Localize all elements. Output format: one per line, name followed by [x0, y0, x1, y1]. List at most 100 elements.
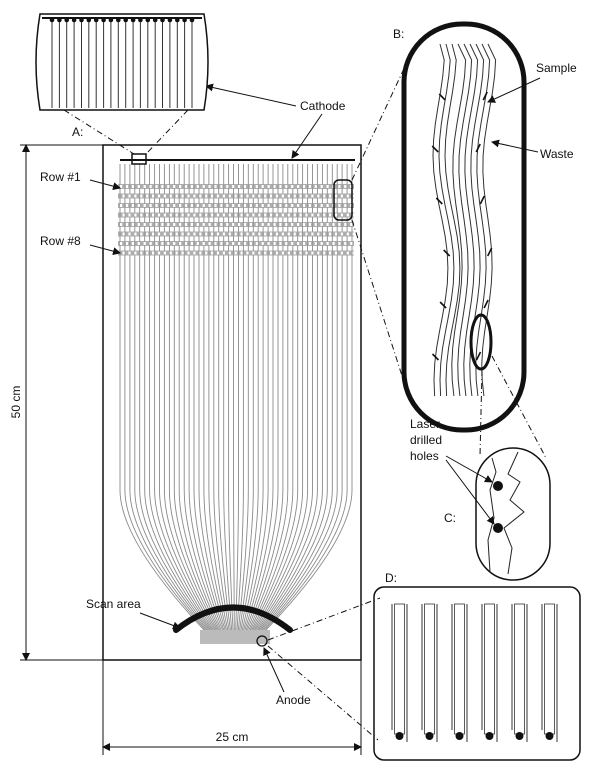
matrix-well	[175, 213, 178, 217]
matrix-well	[179, 185, 182, 188]
matrix-well	[205, 213, 208, 217]
channel	[159, 164, 215, 631]
matrix-well	[243, 223, 247, 226]
matrix-well	[208, 185, 211, 188]
matrix-well	[173, 185, 176, 188]
anode-block	[200, 630, 270, 644]
matrix-well	[122, 232, 125, 236]
matrix-well	[293, 232, 296, 236]
matrix-well	[291, 223, 294, 226]
matrix-well	[344, 204, 347, 207]
matrix-well	[246, 213, 249, 217]
matrix-well	[329, 213, 332, 217]
matrix-well	[287, 194, 290, 198]
matrix-well	[275, 251, 279, 255]
matrix-well	[228, 194, 231, 198]
matrix-well	[167, 242, 170, 245]
matrix-well	[190, 242, 193, 245]
matrix-well	[152, 251, 155, 255]
matrix-well	[131, 185, 134, 188]
matrix-well	[329, 194, 332, 198]
matrix-well	[317, 194, 320, 198]
matrix-well	[332, 242, 335, 245]
matrix-well	[232, 185, 235, 188]
cathode-arrow-bar	[291, 113, 323, 159]
matrix-well	[267, 204, 270, 207]
panel-b-inlet	[438, 91, 488, 101]
scan-area-label: Scan area	[86, 597, 141, 611]
panel-b-connector-bottom	[351, 219, 405, 383]
matrix-well	[131, 242, 134, 245]
channel	[264, 164, 348, 631]
matrix-well	[184, 204, 188, 207]
channel	[256, 164, 318, 631]
matrix-well	[311, 251, 314, 255]
cathode-arrow-zoom	[205, 83, 297, 107]
matrix-well	[273, 204, 276, 207]
matrix-well	[350, 242, 353, 245]
panel-b-channel	[475, 43, 491, 397]
matrix-well	[184, 185, 188, 188]
matrix-well	[140, 194, 143, 198]
anode-marker	[256, 635, 268, 647]
matrix-well	[199, 213, 202, 217]
zoom-cathode-well	[116, 17, 121, 23]
matrix-well	[302, 223, 306, 226]
matrix-well	[163, 213, 166, 217]
zoom-cathode-well	[108, 17, 114, 23]
panel-b-inlet	[435, 195, 486, 205]
matrix-well	[208, 223, 211, 226]
matrix-well	[122, 213, 125, 217]
panel-b-outline	[401, 21, 527, 433]
matrix-well	[202, 185, 205, 188]
matrix-well	[240, 213, 243, 217]
matrix-well	[297, 223, 300, 226]
matrix-well	[340, 194, 343, 198]
matrix-well	[270, 232, 273, 236]
channel	[253, 164, 309, 631]
matrix-well	[287, 232, 290, 236]
matrix-well	[143, 185, 146, 188]
matrix-well	[293, 213, 296, 217]
matrix-well	[205, 232, 208, 236]
matrix-well	[246, 194, 249, 198]
matrix-well	[163, 194, 166, 198]
matrix-well	[196, 204, 199, 207]
matrix-well	[338, 185, 341, 188]
matrix-well	[273, 185, 276, 188]
panel-b-channel	[444, 43, 461, 397]
matrix-well	[208, 242, 211, 245]
matrix-well	[275, 194, 279, 198]
matrix-well	[252, 213, 255, 217]
matrix-well	[134, 194, 137, 198]
matrix-well	[279, 185, 282, 188]
matrix-well	[137, 204, 140, 207]
matrix-well	[291, 242, 294, 245]
zoom-cathode-well	[145, 17, 151, 23]
laser-label-line1: Laser-	[410, 417, 444, 431]
matrix-well	[152, 213, 155, 217]
matrix-well	[120, 185, 123, 188]
channel	[134, 164, 209, 631]
matrix-well	[243, 204, 247, 207]
matrix-well	[228, 232, 231, 236]
panel-d: D:	[267, 571, 581, 761]
panel-d-connector-bottom	[267, 645, 379, 741]
laser-label-line3: holes	[410, 449, 439, 463]
matrix-well	[232, 204, 235, 207]
matrix-well	[222, 194, 225, 198]
matrix-well	[120, 242, 123, 245]
matrix-well	[270, 194, 273, 198]
zoom-cathode-well	[71, 17, 77, 23]
matrix-well	[249, 204, 252, 207]
matrix-well	[140, 232, 143, 236]
matrix-well	[238, 185, 241, 188]
matrix-well	[249, 185, 252, 188]
panel-b-channel	[432, 43, 449, 397]
laser-hole-1	[493, 481, 503, 491]
matrix-well	[261, 223, 264, 226]
channel	[261, 164, 338, 631]
matrix-well	[273, 242, 276, 245]
matrix-well	[338, 204, 341, 207]
matrix-well	[222, 213, 225, 217]
